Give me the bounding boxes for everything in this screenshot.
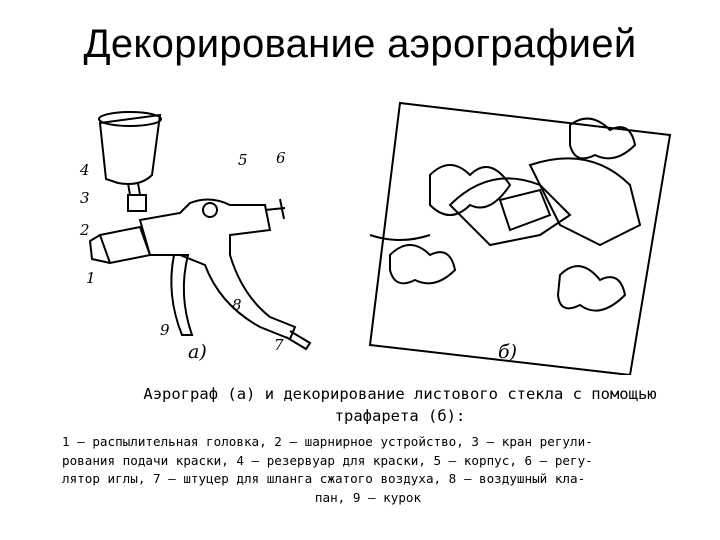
part-number-9: 9 <box>160 321 170 339</box>
caption-legend-line: лятор иглы, 7 — штуцер для шланга сжатог… <box>62 471 586 486</box>
leaf-shape-4 <box>556 265 627 312</box>
part-number-3: 3 <box>80 189 90 207</box>
slide-title: Декорирование аэрографией <box>83 22 637 66</box>
hand-left-shape <box>448 177 572 247</box>
part-number-2: 2 <box>79 221 90 239</box>
caption-title-line1: Аэрограф (а) и декорирование листового с… <box>143 385 657 403</box>
caption-title-line2: трафарета (б): <box>334 407 466 425</box>
paint-reservoir-shape <box>98 113 162 185</box>
caption-legend-line: рования подачи краски, 4 — резервуар для… <box>62 452 593 468</box>
airbrush-drawing <box>88 111 312 351</box>
stencil-drawing <box>368 101 672 377</box>
part-number-labels: 4 3 2 1 5 6 8 9 7 <box>79 149 286 354</box>
caption-legend-line: пан, 9 — курок <box>314 489 422 505</box>
hand-right-shape <box>528 157 642 247</box>
spray-head-shape <box>98 225 152 265</box>
leaf-shape-2 <box>569 117 637 160</box>
figure-drawing: 4 3 2 1 5 6 8 9 7 <box>79 101 672 377</box>
leaf-shape-3 <box>389 244 457 285</box>
trigger-shape <box>170 254 194 336</box>
panel-a-label: а) <box>188 341 207 363</box>
part-number-1: 1 <box>86 269 96 287</box>
part-number-8: 8 <box>232 296 242 314</box>
leaf-shape-1 <box>429 164 512 216</box>
reservoir-rim-shape <box>98 111 162 127</box>
part-number-5: 5 <box>238 151 248 169</box>
airbrush-body-shape <box>138 198 297 341</box>
airbrush-in-hand-shape <box>498 188 552 232</box>
airbrush-figure: 4 3 2 1 5 6 8 9 7 а) б) <box>70 95 680 377</box>
part-number-7: 7 <box>274 336 284 354</box>
part-number-4: 4 <box>79 161 90 179</box>
caption-title: Аэрограф (а) и декорирование листового с… <box>130 383 670 427</box>
caption-legend-line: 1 — распылительная головка, 2 — шарнирно… <box>62 434 593 449</box>
caption-legend: 1 — распылительная головка, 2 — шарнирно… <box>62 433 674 507</box>
part-number-6: 6 <box>276 149 286 167</box>
panel-b-label: б) <box>498 341 518 363</box>
